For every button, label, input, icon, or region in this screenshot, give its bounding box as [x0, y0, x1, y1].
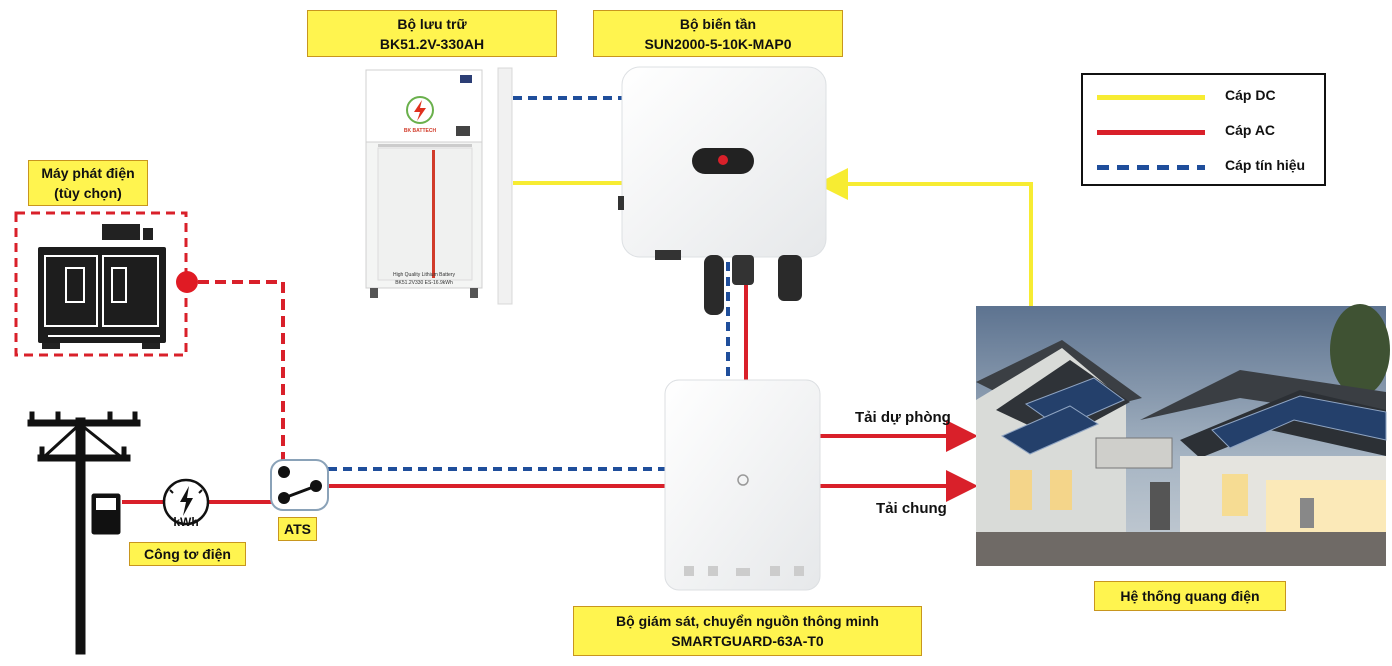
utility-pole-icon: [27, 411, 141, 655]
battery-label-line2: BK51.2V-330AH: [379, 35, 485, 52]
generator-label: Máy phát điện (tùy chọn): [28, 160, 148, 206]
generator-label-line1: Máy phát điện: [41, 165, 135, 181]
legend-item-ac: Cáp AC: [1097, 121, 1322, 141]
battery-model-text: BK51.2V330 ES-16.9kWh: [395, 280, 453, 286]
legend-ac-label: Cáp AC: [1225, 122, 1276, 138]
smartguard-label-line1: Bộ giám sát, chuyển nguồn thông minh: [616, 613, 879, 629]
battery-label-line1: Bộ lưu trữ: [397, 15, 467, 32]
meter-label-text: Công tơ điện: [144, 546, 231, 562]
smartguard-label-line2: SMARTGUARD-63A-T0: [671, 633, 824, 649]
legend-item-signal: Cáp tín hiệu: [1097, 156, 1322, 176]
legend-dc-label: Cáp DC: [1225, 87, 1276, 103]
meter-label: Công tơ điện: [129, 542, 246, 566]
legend-ac-swatch: [1097, 130, 1205, 135]
inverter-label-line1: Bộ biến tần: [679, 15, 757, 32]
backup-load-label: Tải dự phòng: [855, 409, 951, 426]
inverter-label-line2: SUN2000-5-10K-MAP0: [644, 35, 792, 52]
battery-label: Bộ lưu trữ BK51.2V-330AH: [307, 10, 557, 57]
solar-house-icon: [976, 304, 1390, 566]
smartguard-label: Bộ giám sát, chuyển nguồn thông minh SMA…: [573, 606, 922, 656]
ac-cable-generator-ats: [198, 280, 285, 460]
common-load-label: Tải chung: [876, 500, 947, 517]
generator-icon: [14, 211, 198, 357]
legend-signal-swatch: [1097, 165, 1205, 170]
pv-system-label: Hệ thống quang điện: [1094, 581, 1286, 611]
pv-system-label-text: Hệ thống quang điện: [1120, 588, 1260, 604]
ats-label: ATS: [278, 517, 317, 541]
battery-brand-text: BK BATTECH: [404, 128, 437, 134]
inverter-label: Bộ biến tần SUN2000-5-10K-MAP0: [593, 10, 843, 57]
energy-meter-icon: [162, 478, 210, 526]
meter-unit-label: kWh: [173, 515, 198, 529]
legend-item-dc: Cáp DC: [1097, 86, 1322, 106]
inverter-icon: [618, 66, 827, 315]
battery-quality-text: High Quality Lithium Battery: [393, 272, 455, 278]
legend-dc-swatch: [1097, 95, 1205, 100]
smartguard-icon: [664, 379, 821, 591]
legend: Cáp DC Cáp AC Cáp tín hiệu: [1081, 73, 1326, 186]
battery-cabinet-icon: High Quality Lithium Battery BK51.2V330 …: [365, 67, 513, 305]
generator-label-line2: (tùy chọn): [54, 185, 122, 201]
legend-signal-label: Cáp tín hiệu: [1225, 157, 1306, 173]
ats-switch-icon: [270, 459, 329, 511]
ats-label-text: ATS: [284, 521, 311, 537]
